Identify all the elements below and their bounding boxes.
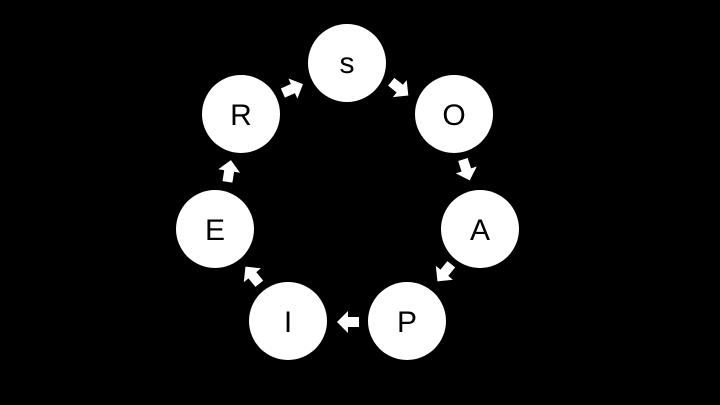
node-s-label: s <box>340 47 355 80</box>
node-r: R <box>202 75 280 153</box>
node-s: s <box>308 24 386 102</box>
arrow-o-to-a <box>455 157 477 181</box>
node-i: I <box>249 282 327 360</box>
node-a-label: A <box>470 214 490 247</box>
arrow-p-to-i <box>337 311 359 333</box>
node-e: E <box>176 190 254 268</box>
node-p-label: P <box>397 306 417 339</box>
node-i-label: I <box>284 306 292 339</box>
node-a: A <box>441 190 519 268</box>
node-p: P <box>368 282 446 360</box>
node-o: O <box>415 75 493 153</box>
node-e-label: E <box>205 214 225 247</box>
node-r-label: R <box>230 99 252 132</box>
node-o-label: O <box>442 99 465 132</box>
arrow-i-to-e <box>243 266 264 287</box>
arrow-s-to-o <box>388 77 409 98</box>
arrow-a-to-p <box>435 261 456 282</box>
arrow-e-to-r <box>218 160 241 183</box>
arrow-r-to-s <box>280 78 303 99</box>
